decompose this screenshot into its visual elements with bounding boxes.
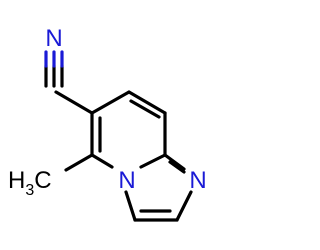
bond-c6-c7 xyxy=(90,90,131,115)
bond-c5-methyl xyxy=(64,153,94,172)
bond-cn-ring xyxy=(54,90,94,115)
bond-c8a-n1-double xyxy=(168,160,186,174)
bond-c5-n4 xyxy=(90,153,114,169)
methyl-subscript: 3 xyxy=(25,182,34,199)
bond-c7-c8-double xyxy=(129,99,161,119)
bond-n1-c2 xyxy=(175,190,193,222)
nitrile-triple-bond xyxy=(44,50,64,88)
bond-c7-c8 xyxy=(127,90,167,115)
ring-nitrogen-label: N xyxy=(189,167,206,194)
bond-n4-c8a xyxy=(139,153,167,169)
methyl-h-label: H xyxy=(8,167,25,194)
structure-canvas: N N N H3C xyxy=(8,25,207,222)
methyl-label: H3C xyxy=(8,167,52,199)
methyl-c-label: C xyxy=(34,167,51,194)
nitrile-nitrogen-label: N xyxy=(45,25,62,52)
bond-c8a-n1 xyxy=(163,153,186,171)
bond-c3-n4 xyxy=(124,190,137,222)
bridgehead-nitrogen-label: N xyxy=(118,167,135,194)
